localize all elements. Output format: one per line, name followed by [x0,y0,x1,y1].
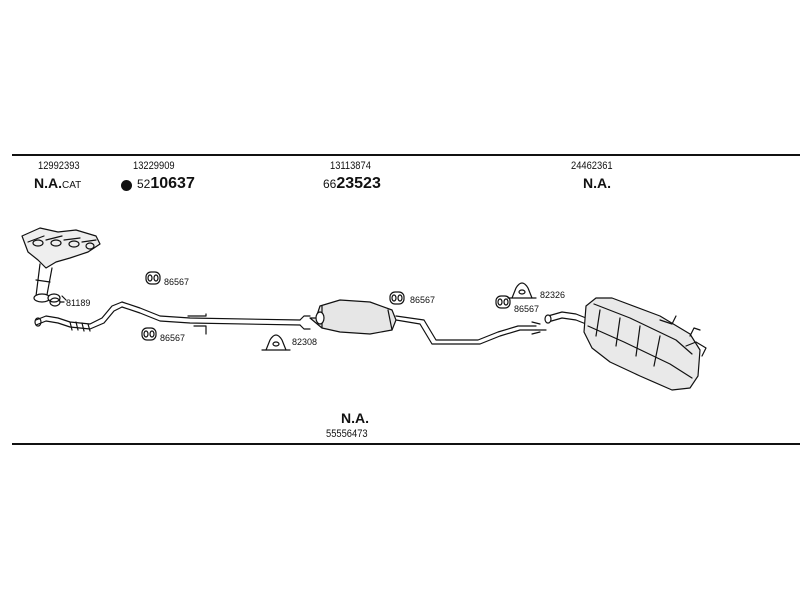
middle-silencer-icon [309,299,541,345]
part-label-86567-c: 86567 [410,295,435,305]
footer-label: N.A. [341,410,369,426]
clamp-81189-icon [49,297,65,307]
front-pipe-code: 5210637 [137,175,195,192]
part-label-86567-a: 86567 [164,277,189,287]
part-number-manifold: 12992393 [38,160,80,172]
part-label-82308: 82308 [292,337,317,347]
hanger-86567-b-icon [141,327,157,341]
part-number-front-pipe: 13229909 [133,160,175,172]
bottom-rule [12,443,800,445]
middle-code: 6623523 [323,175,381,192]
hanger-86567-d-icon [495,295,511,309]
rear-silencer-icon [544,297,707,391]
part-label-86567-b: 86567 [160,333,185,343]
part-label-86567-d: 86567 [514,304,539,314]
leader-line [193,325,207,335]
rear-label: N.A. [583,175,611,191]
bullet-dot [121,180,132,191]
part-label-82326: 82326 [540,290,565,300]
top-rule [12,154,800,156]
manifold-label: N.A.CAT [34,175,82,191]
clamp-82308-icon [261,334,291,351]
part-label-81189: 81189 [66,298,90,308]
part-number-rear: 24462361 [571,160,613,172]
part-number-middle: 13113874 [330,160,371,172]
hanger-86567-c-icon [389,291,405,305]
clamp-82326-icon [507,282,537,299]
exhaust-manifold-icon [21,227,101,303]
front-pipe-icon [34,301,311,332]
hanger-86567-a-icon [145,271,161,285]
footer-part-number: 55556473 [326,428,368,440]
